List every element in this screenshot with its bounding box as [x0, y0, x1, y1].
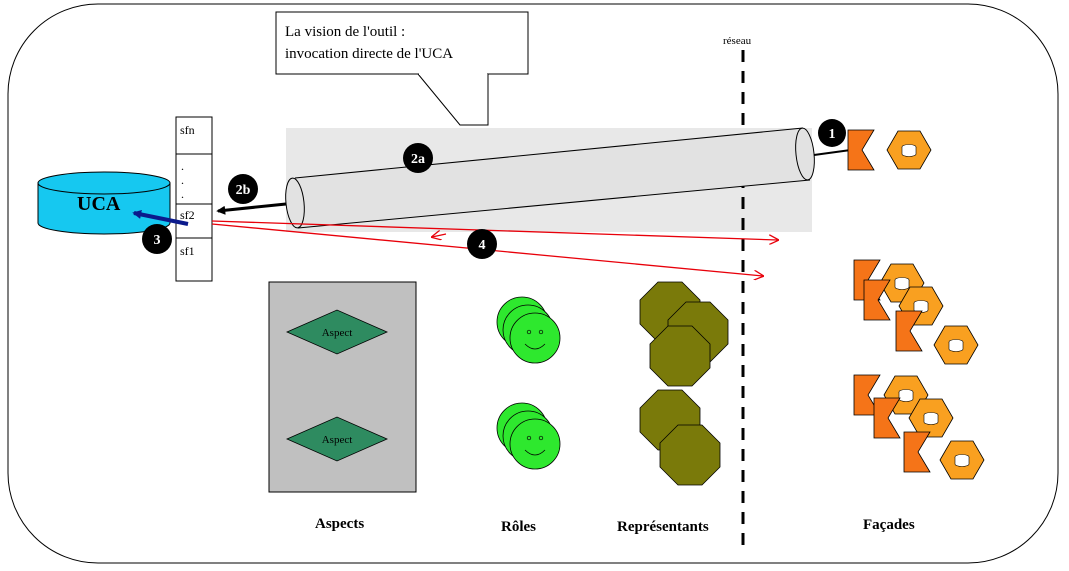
marker-1: 1	[818, 119, 846, 147]
invocation-pipe	[285, 127, 815, 229]
label-facades: Façades	[863, 517, 915, 533]
label-representants: Représentants	[617, 519, 709, 535]
stack-sf2: sf2	[180, 208, 195, 222]
arrow-2b	[216, 202, 287, 215]
marker-4: 4	[467, 229, 497, 259]
aspect-diamond: Aspect	[286, 416, 388, 462]
uca-database: UCA	[37, 171, 171, 235]
stack-sfn: sfn	[180, 123, 195, 137]
aspects-panel: Aspect Aspect	[268, 281, 417, 493]
marker-2b: 2b	[228, 174, 258, 204]
callout: La vision de l'outil : invocation direct…	[275, 11, 529, 126]
stack-dot: .	[181, 173, 184, 187]
arrow-3	[132, 210, 189, 226]
callout-line-1: La vision de l'outil :	[285, 24, 405, 40]
uca-label: UCA	[77, 193, 121, 215]
svg-text:2b: 2b	[236, 183, 251, 198]
svg-text:Aspect: Aspect	[322, 327, 353, 339]
svg-text:1: 1	[829, 127, 836, 142]
label-aspects: Aspects	[315, 516, 364, 532]
svg-text:3: 3	[154, 233, 161, 248]
label-roles: Rôles	[501, 519, 536, 535]
callout-line-2: invocation directe de l'UCA	[285, 46, 453, 62]
svg-text:2a: 2a	[411, 152, 425, 167]
stack-sf1: sf1	[180, 244, 195, 258]
service-stack: sfn . . . sf2 sf1	[175, 116, 213, 282]
marker-2a: 2a	[403, 143, 433, 173]
marker-3: 3	[142, 224, 172, 254]
stack-dot: .	[181, 187, 184, 201]
svg-text:4: 4	[479, 238, 486, 253]
svg-text:Aspect: Aspect	[322, 434, 353, 446]
stack-dot: .	[181, 159, 184, 173]
network-label: réseau	[723, 35, 752, 47]
aspect-diamond: Aspect	[286, 309, 388, 355]
